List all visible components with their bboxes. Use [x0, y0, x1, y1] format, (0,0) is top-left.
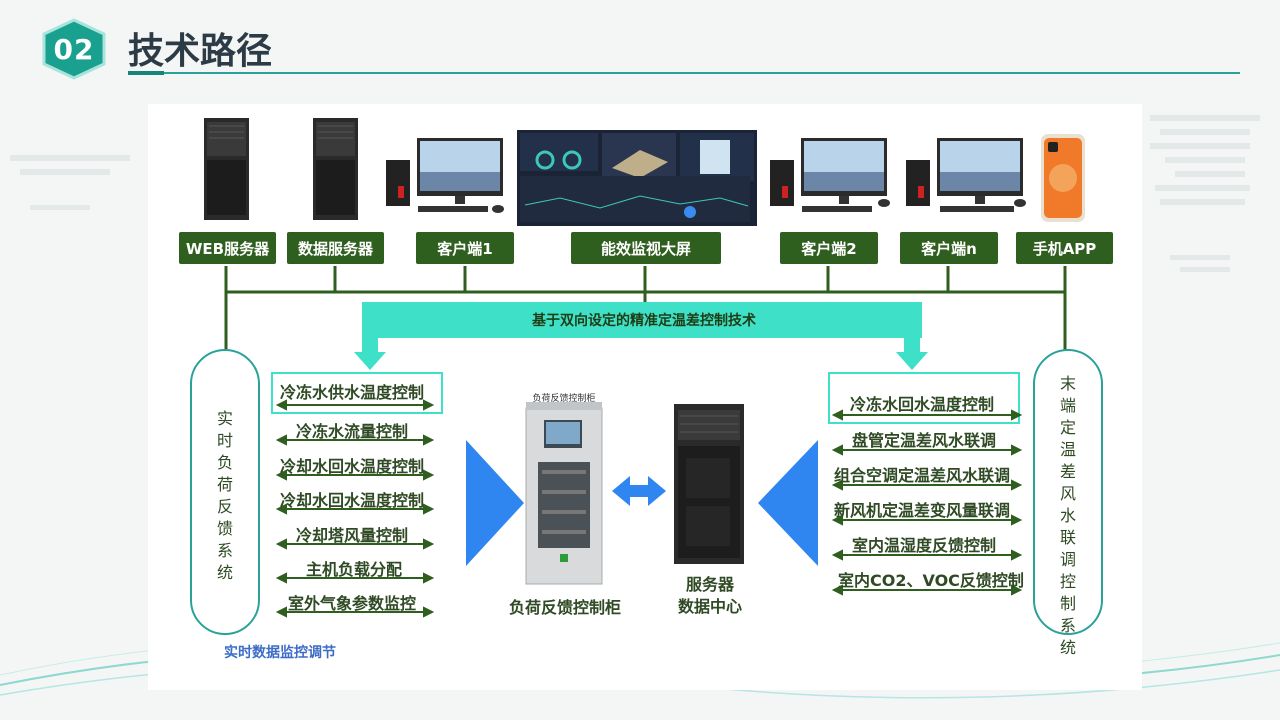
- monitoring-caption: 实时数据监控调节: [224, 645, 336, 661]
- cabinet-caption: 负荷反馈控制柜: [508, 598, 621, 617]
- right-control-item: 冷冻水回水温度控制: [850, 395, 995, 414]
- banner-shape: [354, 302, 928, 370]
- control-cabinet-icon: [525, 402, 603, 585]
- left-control-item: 冷冻水流量控制: [296, 422, 409, 441]
- client2-label: 客户端2: [780, 232, 878, 264]
- control-technology-banner: 基于双向设定的精准定温差控制技术: [532, 313, 756, 329]
- right-flow-arrow: [758, 440, 818, 566]
- right-system-pill: [1033, 349, 1103, 635]
- right-control-item: 盘管定温差风水联调: [852, 431, 997, 450]
- clientn-label: 客户端n: [900, 232, 998, 264]
- mobile-phone-icon: [1041, 134, 1085, 222]
- client1-computer-icon: [386, 138, 504, 213]
- right-control-item: 新风机定温差变风量联调: [834, 501, 1011, 520]
- big-screen-label: 能效监视大屏: [571, 232, 721, 264]
- left-control-arrows: [275, 399, 435, 618]
- right-control-item: 室内CO2、VOC反馈控制: [838, 571, 1024, 590]
- left-system-label: 实时负荷反馈系统: [216, 409, 233, 582]
- clientn-computer-icon: [906, 138, 1026, 212]
- data-server-label: 数据服务器: [287, 232, 384, 264]
- right-control-arrows: [831, 409, 1023, 596]
- left-control-item: 冷却塔风量控制: [296, 526, 409, 545]
- title-underline-accent: [128, 71, 164, 75]
- monitoring-screen-icon: [517, 130, 757, 226]
- web-server-icon: [204, 118, 249, 220]
- right-control-item: 组合空调定温差风水联调: [834, 466, 1011, 485]
- right-control-item: 室内温湿度反馈控制: [852, 536, 997, 555]
- title-underline: [128, 72, 1240, 74]
- bidirectional-arrow: [612, 476, 666, 506]
- right-highlight-box: [828, 372, 1020, 424]
- left-control-item: 冷却水回水温度控制: [280, 491, 425, 510]
- left-system-pill: [190, 349, 260, 635]
- section-number-badge: [42, 18, 106, 80]
- server-caption-line2: 数据中心: [677, 597, 742, 616]
- left-control-item: 主机负载分配: [306, 560, 403, 579]
- left-control-item: 冷冻水供水温度控制: [280, 383, 425, 402]
- page-title: 技术路径: [128, 31, 273, 72]
- left-highlight-box: [271, 372, 443, 414]
- web-server-label: WEB服务器: [179, 232, 276, 264]
- server-caption-line1: 服务器: [685, 575, 734, 594]
- mobile-app-label: 手机APP: [1016, 232, 1113, 264]
- data-server-icon: [313, 118, 358, 220]
- right-system-label: 末端定温差风水联调控制系统: [1059, 374, 1076, 657]
- left-flow-arrow: [466, 440, 524, 566]
- data-center-server-icon: [674, 404, 744, 564]
- left-control-item: 冷却水回水温度控制: [280, 457, 425, 476]
- left-control-item: 室外气象参数监控: [288, 594, 417, 613]
- section-number: 02: [53, 32, 95, 66]
- client1-label: 客户端1: [416, 232, 514, 264]
- cabinet-plate: 负荷反馈控制柜: [532, 394, 596, 404]
- bus-lines: [224, 266, 1067, 350]
- client2-computer-icon: [770, 138, 890, 212]
